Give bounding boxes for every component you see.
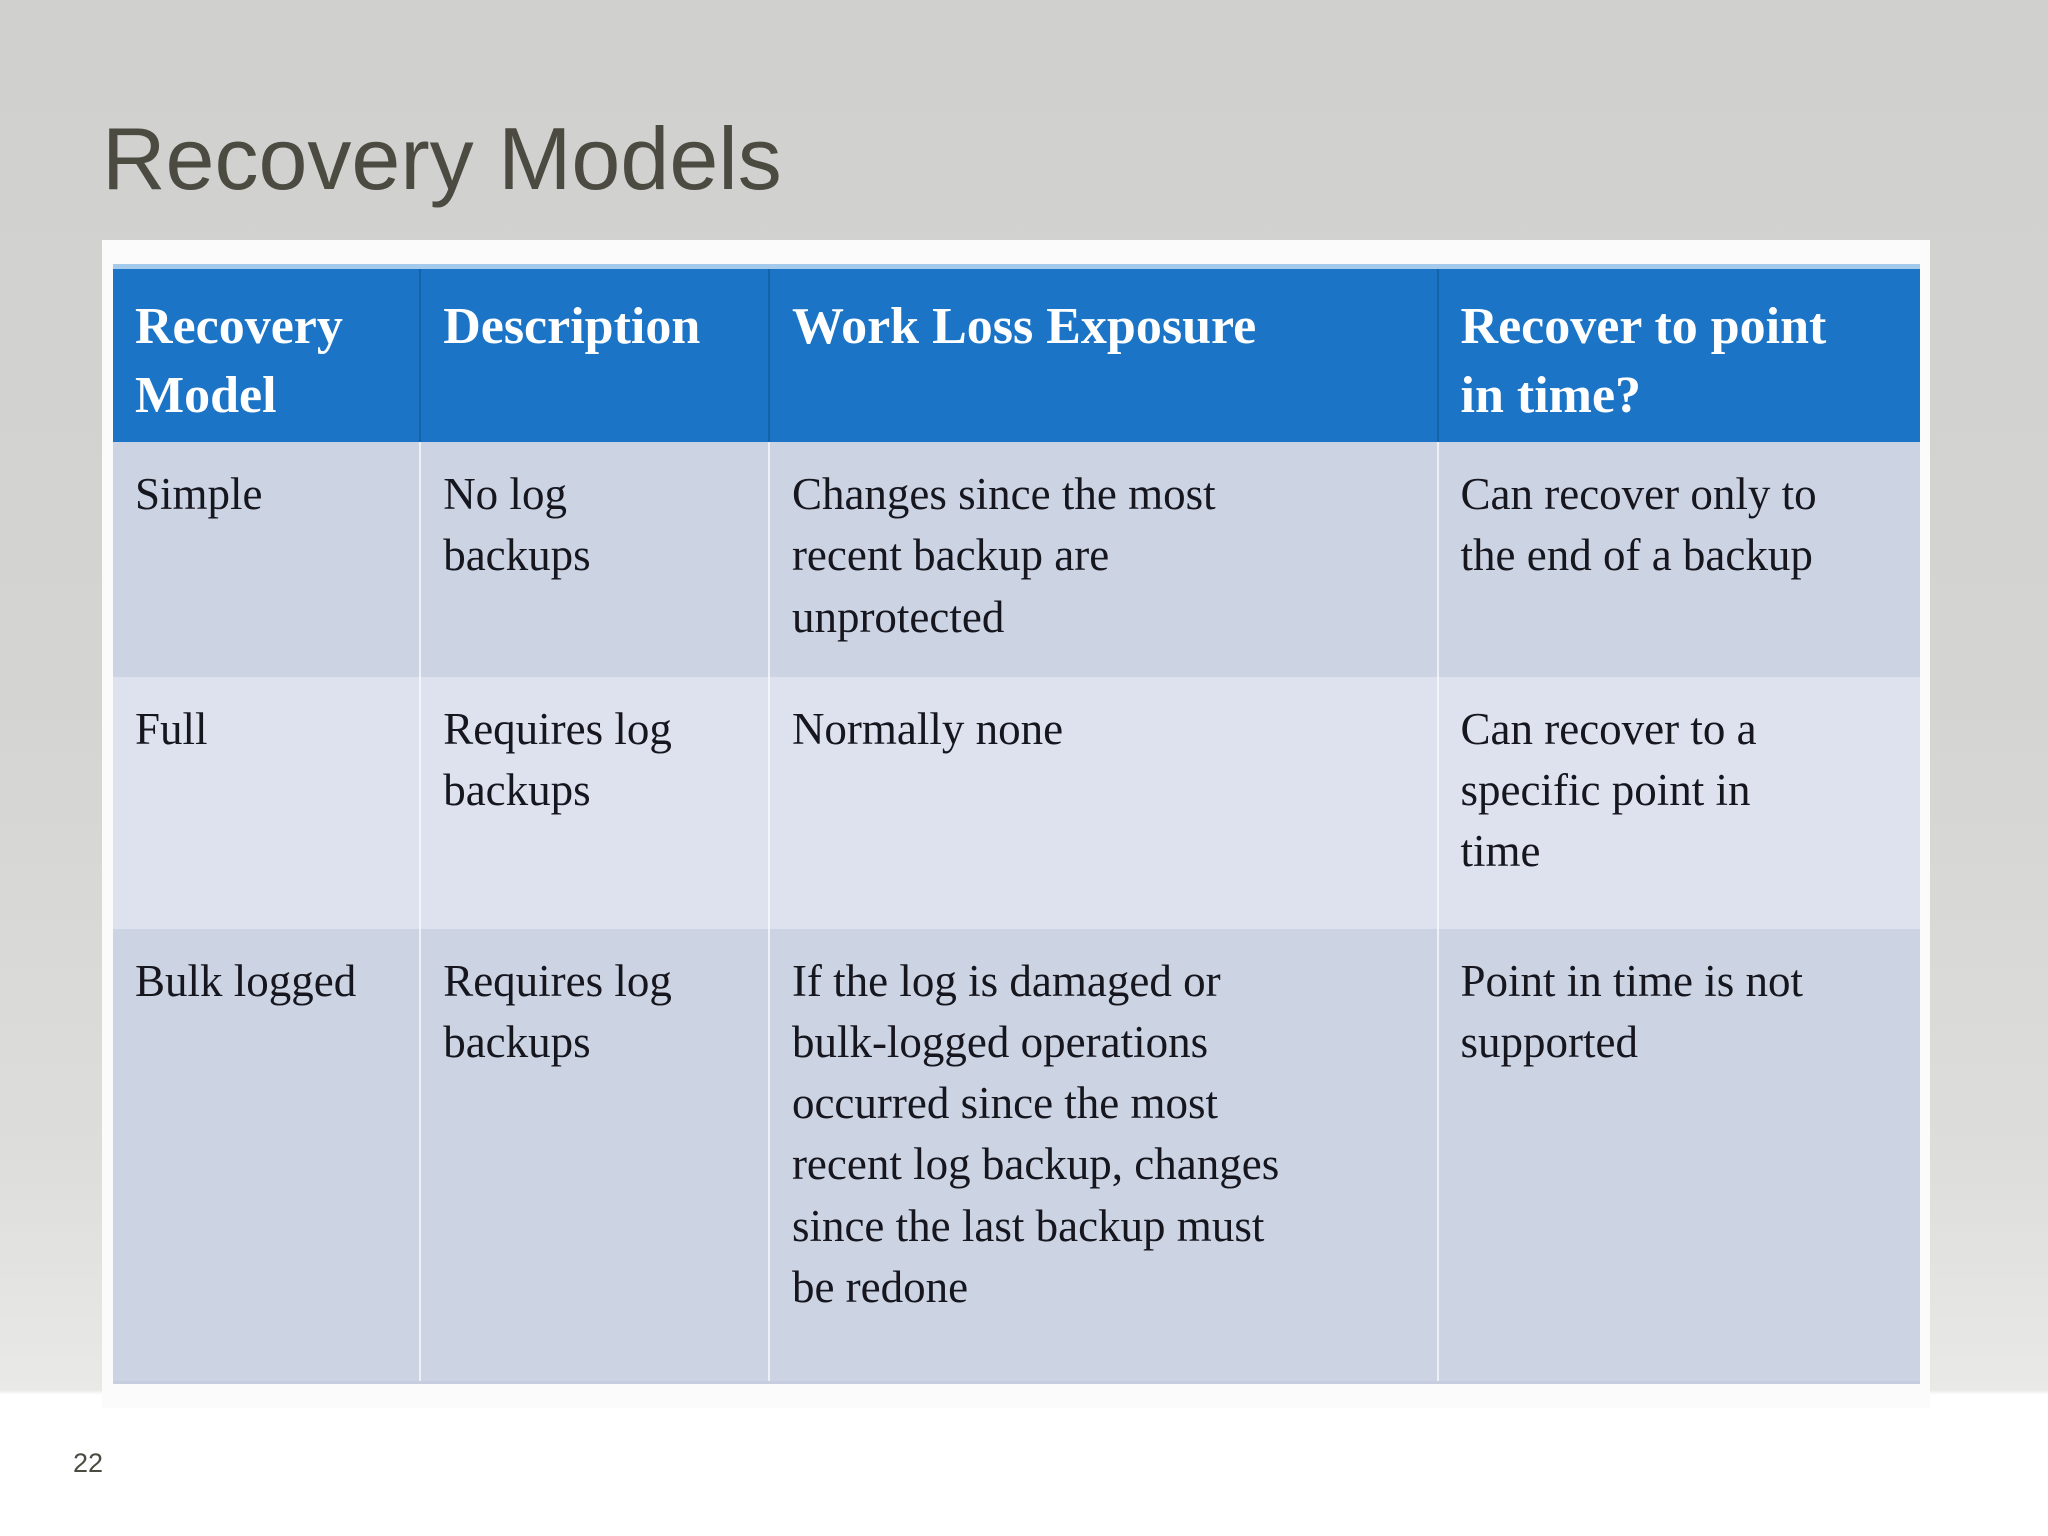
table-frame: Recovery Model Description Work Loss Exp… [102, 240, 1930, 1408]
cell-bulk-logged-description: Requires log backups [419, 928, 769, 1384]
column-header-work-loss-exposure: Work Loss Exposure [767, 264, 1438, 443]
cell-bulk-logged-model: Bulk logged [113, 928, 421, 1384]
table-header-row: Recovery Model Description Work Loss Exp… [113, 264, 1920, 443]
cell-simple-description: No log backups [419, 442, 769, 677]
table-frame-inner: Recovery Model Description Work Loss Exp… [113, 264, 1920, 1384]
cell-simple-work-loss: Changes since the most recent backup are… [767, 442, 1438, 677]
page-title: Recovery Models [102, 109, 782, 208]
column-header-recover-to-point-in-time: Recover to point in time? [1436, 264, 1920, 443]
table-row-simple: Simple No log backups Changes since the … [113, 442, 1920, 677]
column-header-recovery-model: Recovery Model [113, 264, 421, 443]
cell-full-model: Full [113, 676, 421, 929]
page-number: 22 [73, 1448, 104, 1478]
cell-full-recover-point: Can recover to a specific point in time [1436, 676, 1920, 929]
cell-bulk-logged-work-loss: If the log is damaged or bulk-logged ope… [767, 928, 1438, 1384]
column-header-description: Description [419, 264, 769, 443]
cell-simple-recover-point: Can recover only to the end of a backup [1436, 442, 1920, 677]
cell-bulk-logged-recover-point: Point in time is not supported [1436, 928, 1920, 1384]
cell-full-work-loss: Normally none [767, 676, 1438, 929]
recovery-models-table: Recovery Model Description Work Loss Exp… [113, 264, 1920, 1384]
table-row-bulk-logged: Bulk logged Requires log backups If the … [113, 928, 1920, 1384]
cell-simple-model: Simple [113, 442, 421, 677]
cell-full-description: Requires log backups [419, 676, 769, 929]
table-row-full: Full Requires log backups Normally none … [113, 676, 1920, 929]
